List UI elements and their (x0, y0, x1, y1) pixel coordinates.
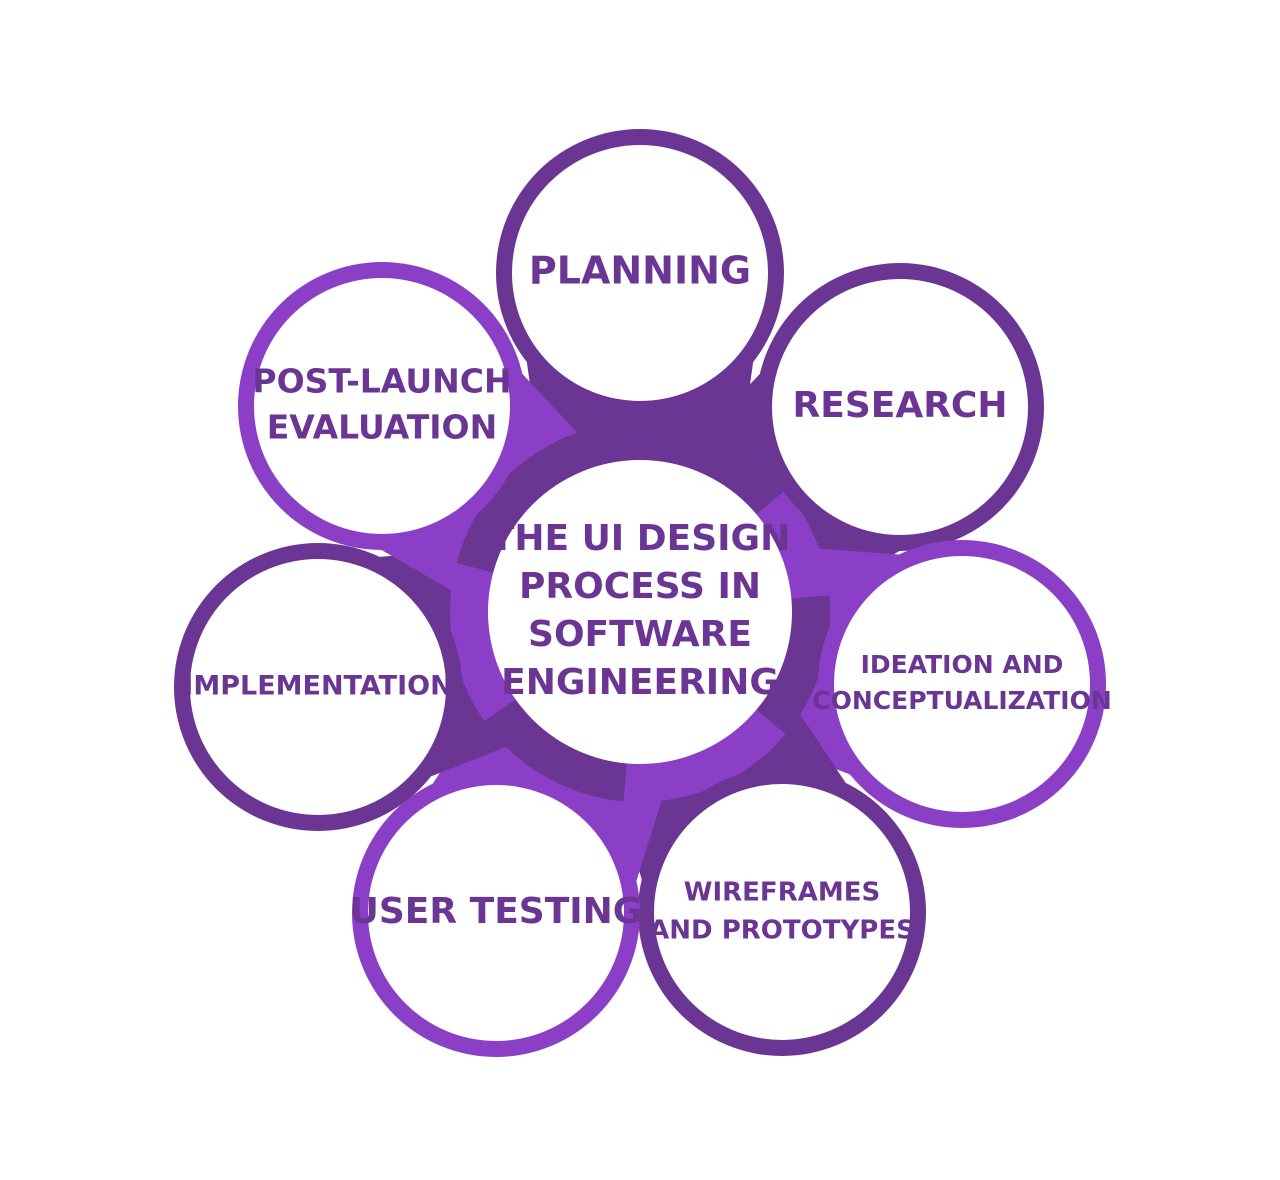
step-nodes: PLANNING RESEARCH IDEATION AND CONCEPTUALIZ… (174, 129, 1112, 1057)
step-inner-circle (190, 559, 446, 815)
step-node-research: RESEARCH (756, 263, 1044, 551)
step-inner-circle (834, 556, 1090, 812)
step-label-wireframes: WIREFRAMES (684, 878, 880, 908)
step-node-implementation: IMPLEMENTATION (174, 543, 462, 831)
center-title-line: THE UI DESIGN (490, 518, 790, 559)
step-inner-circle (368, 785, 624, 1041)
step-node-user-testing: USER TESTING (350, 769, 643, 1057)
step-inner-circle (254, 278, 510, 534)
center-node: THE UI DESIGN PROCESS IN SOFTWARE ENGINEERI… (488, 460, 792, 764)
step-label-user-testing: USER TESTING (350, 891, 643, 932)
step-node-wireframes: WIREFRAMES AND PROTOTYPES (638, 768, 926, 1056)
center-title-line: PROCESS IN (519, 566, 761, 607)
center-circle (488, 460, 792, 764)
step-label-post-launch: EVALUATION (267, 408, 497, 447)
step-label-post-launch: POST-LAUNCH (252, 362, 511, 401)
step-label-wireframes: AND PROTOTYPES (649, 916, 915, 946)
step-label-research: RESEARCH (793, 385, 1008, 426)
step-label-ideation: IDEATION AND (861, 650, 1064, 679)
step-node-planning: PLANNING (496, 129, 784, 417)
step-inner-circle (512, 145, 768, 401)
center-title-line: SOFTWARE (528, 614, 752, 655)
center-title-line: ENGINEERING (501, 662, 779, 703)
step-label-planning: PLANNING (529, 249, 751, 293)
step-node-ideation: IDEATION AND CONCEPTUALIZATION (812, 540, 1112, 828)
step-label-ideation: CONCEPTUALIZATION (812, 686, 1112, 715)
step-inner-circle (654, 784, 910, 1040)
step-node-post-launch: POST-LAUNCH EVALUATION (238, 262, 526, 550)
step-inner-circle (772, 279, 1028, 535)
step-label-implementation: IMPLEMENTATION (183, 671, 452, 702)
